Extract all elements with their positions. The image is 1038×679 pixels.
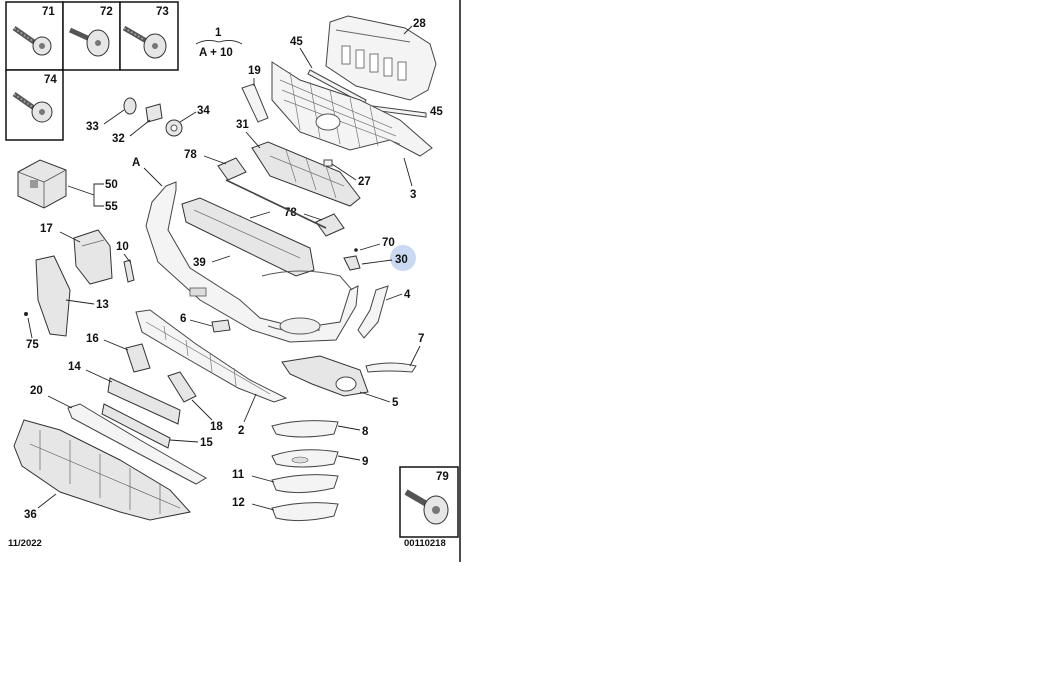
callout-55: 55 [105, 201, 118, 213]
part-17-bracket[interactable] [73, 229, 113, 285]
part-30-clip[interactable] [343, 255, 361, 271]
callout-4: 4 [404, 289, 411, 301]
callout-32: 32 [112, 133, 125, 145]
callout-27: 27 [358, 176, 371, 188]
callout-19: 19 [248, 65, 261, 77]
callout-18: 18 [210, 421, 223, 433]
callout-9: 9 [362, 456, 368, 468]
callout-36: 36 [24, 509, 37, 521]
part-78-bracket-left[interactable] [217, 157, 247, 181]
part-12-lower-grille[interactable] [271, 502, 339, 522]
callout-11: 11 [232, 469, 245, 481]
group-number: 1 [215, 27, 222, 39]
part-front-grille[interactable] [271, 61, 433, 157]
part-31-absorber[interactable] [251, 141, 361, 207]
part-4-side-trim[interactable] [357, 285, 389, 339]
part-16-insert[interactable] [125, 343, 151, 373]
group-range: A + 10 [199, 47, 233, 59]
screw-box-74[interactable]: 74 [5, 69, 64, 141]
callout-A: A [132, 157, 140, 169]
callout-71: 71 [42, 6, 55, 18]
screw-79-icon [404, 489, 449, 525]
callout-2: 2 [238, 425, 244, 437]
group-label: 1 A + 10 [195, 27, 243, 59]
diagram-reference: 00110218 [404, 538, 446, 549]
part-7-fog-trim[interactable] [365, 362, 417, 373]
callout-16: 16 [86, 333, 99, 345]
date-code: 11/2022 [8, 538, 42, 549]
part-10-sensor[interactable] [123, 259, 135, 283]
callout-6: 6 [180, 313, 186, 325]
screw-72-icon [68, 27, 110, 57]
screw-71-icon [12, 25, 52, 56]
part-2-lower-grille[interactable] [135, 309, 288, 403]
callout-72: 72 [100, 6, 113, 18]
callout-20: 20 [30, 385, 43, 397]
part-27-clip[interactable] [323, 159, 333, 167]
part-36-undertray[interactable] [13, 419, 191, 521]
callout-14: 14 [68, 361, 81, 373]
part-A-bumper-cover[interactable] [145, 181, 359, 343]
part-39-reinforcement-beam[interactable] [181, 197, 315, 277]
callout-10: 10 [116, 241, 129, 253]
callout-75: 75 [26, 339, 39, 351]
callout-73: 73 [156, 6, 169, 18]
part-13-side-bracket[interactable] [35, 255, 71, 337]
callout-30[interactable]: 30 [395, 254, 408, 266]
part-50-55-sensor-box[interactable] [17, 159, 67, 209]
part-8-lower-grille[interactable] [271, 420, 339, 438]
screw-73-icon [122, 25, 167, 59]
screw-box-79[interactable]: 79 [399, 466, 459, 538]
part-11-lower-grille[interactable] [271, 474, 339, 494]
callout-78-left: 78 [184, 149, 197, 161]
callout-74: 74 [44, 74, 57, 86]
part-15-trim-strip[interactable] [101, 403, 171, 449]
callout-50: 50 [105, 179, 118, 191]
callout-39: 39 [193, 257, 206, 269]
part-78-bracket-right[interactable] [315, 213, 345, 237]
part-32-clip[interactable] [145, 103, 163, 123]
callout-45-lower: 45 [430, 106, 443, 118]
screw-box-72[interactable]: 72 [62, 1, 121, 71]
screw-box-71[interactable]: 71 [5, 1, 64, 71]
part-20-lower-spoiler[interactable] [67, 403, 207, 485]
callout-7: 7 [418, 333, 424, 345]
callout-31: 31 [236, 119, 249, 131]
part-18-insert[interactable] [167, 371, 197, 403]
callout-45-upper: 45 [290, 36, 303, 48]
callout-34: 34 [197, 105, 210, 117]
part-29-wire[interactable] [225, 179, 327, 229]
part-14-lower-trim[interactable] [107, 377, 181, 425]
screw-box-73[interactable]: 73 [119, 1, 179, 71]
callout-8: 8 [362, 426, 369, 438]
part-19-side-trim[interactable] [241, 83, 269, 123]
part-9-lower-grille[interactable] [271, 449, 339, 468]
callout-12: 12 [232, 497, 245, 509]
callout-30-highlight [390, 245, 416, 271]
part-6-clip[interactable] [211, 319, 231, 333]
part-34-fastener[interactable] [165, 119, 183, 137]
part-33-clip[interactable] [123, 97, 137, 115]
callout-70: 70 [382, 237, 395, 249]
callout-79: 79 [436, 471, 449, 483]
callout-15: 15 [200, 437, 213, 449]
screw-74-icon [12, 91, 53, 123]
callout-5: 5 [392, 397, 399, 409]
callout-28: 28 [413, 18, 426, 30]
callout-17: 17 [40, 223, 53, 235]
part-5-lamp-bracket[interactable] [281, 355, 369, 397]
callout-33: 33 [86, 121, 99, 133]
callout-3: 3 [410, 189, 416, 201]
part-28-upper-support[interactable] [325, 15, 437, 101]
callout-13: 13 [96, 299, 109, 311]
